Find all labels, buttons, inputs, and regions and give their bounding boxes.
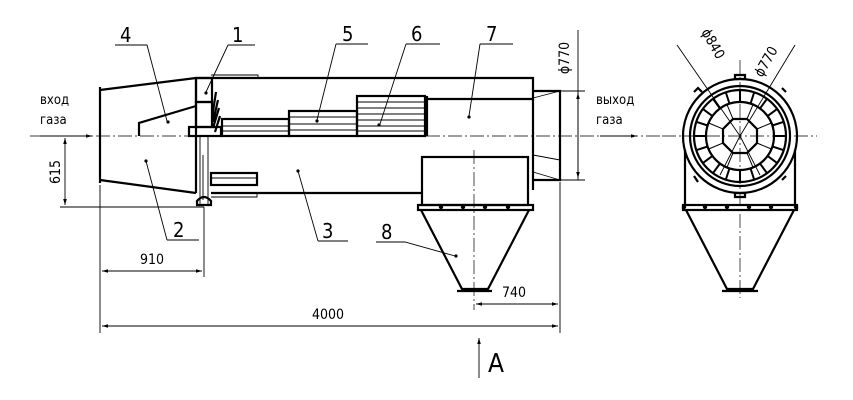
inlet-cone xyxy=(99,76,197,195)
vane xyxy=(749,168,756,181)
vane xyxy=(712,162,721,174)
lower-tube xyxy=(209,171,259,198)
vane xyxy=(724,91,731,104)
view-label: A xyxy=(488,349,504,379)
inlet-label-1: вход xyxy=(40,93,69,108)
bolt xyxy=(768,204,774,210)
center-core xyxy=(721,117,759,155)
callout-7: 7 xyxy=(486,22,497,46)
dim-615: 615 xyxy=(48,160,64,184)
dim-phi840: ϕ840 xyxy=(698,26,728,62)
bolt xyxy=(681,204,687,210)
callout-8: 8 xyxy=(381,220,392,244)
dim-4000: 4000 xyxy=(312,307,344,323)
dim-phi770-outlet: ϕ770 xyxy=(557,42,573,74)
vane xyxy=(695,145,708,152)
vane xyxy=(724,168,731,181)
outlet-label-1: выход xyxy=(596,93,634,108)
callout-2: 2 xyxy=(173,218,184,242)
vane xyxy=(702,108,714,117)
outlet-chamber xyxy=(425,96,533,136)
guide-plate xyxy=(137,104,197,136)
bolt xyxy=(724,204,730,210)
outlet-nozzle xyxy=(532,89,562,182)
vane xyxy=(766,155,778,164)
vane xyxy=(702,155,714,164)
inlet-label-2: газа xyxy=(40,113,67,128)
callout-3: 3 xyxy=(322,219,333,243)
callouts: 4 1 5 6 7 2 3 8 xyxy=(115,22,513,258)
spoke xyxy=(726,152,734,168)
bolt xyxy=(793,204,799,210)
spoke xyxy=(756,122,772,130)
vane xyxy=(772,120,785,127)
vane xyxy=(772,145,785,152)
spoke xyxy=(708,142,724,150)
dim-740: 740 xyxy=(502,285,526,301)
end-view: ϕ840 ϕ770 xyxy=(662,26,817,298)
vane xyxy=(759,98,768,110)
heat-exchanger-stage-3 xyxy=(355,94,427,138)
vane xyxy=(695,120,708,127)
vane xyxy=(749,91,756,104)
view-a-marker: A xyxy=(477,338,504,379)
dim-910: 910 xyxy=(140,252,164,268)
heat-exchanger-stage-1 xyxy=(220,117,291,138)
callout-5: 5 xyxy=(342,22,353,46)
callout-1: 1 xyxy=(232,23,243,47)
spoke xyxy=(746,104,754,120)
outlet-label-2: газа xyxy=(596,113,623,128)
bolt xyxy=(702,204,708,210)
vane xyxy=(759,162,768,174)
dimensions: 615 910 4000 740 ϕ770 xyxy=(48,30,585,333)
side-view xyxy=(30,74,660,310)
heat-exchanger-stage-2 xyxy=(287,109,359,138)
spoke xyxy=(756,142,772,150)
swirl-vanes xyxy=(210,91,222,133)
callout-6: 6 xyxy=(411,22,422,46)
bolt xyxy=(746,204,752,210)
spoke xyxy=(726,104,734,120)
callout-4: 4 xyxy=(120,23,131,47)
vane xyxy=(766,108,778,117)
spoke xyxy=(746,152,754,168)
support-foot xyxy=(195,195,213,207)
ash-hopper xyxy=(416,150,535,310)
spoke xyxy=(708,122,724,130)
vane xyxy=(712,98,721,110)
